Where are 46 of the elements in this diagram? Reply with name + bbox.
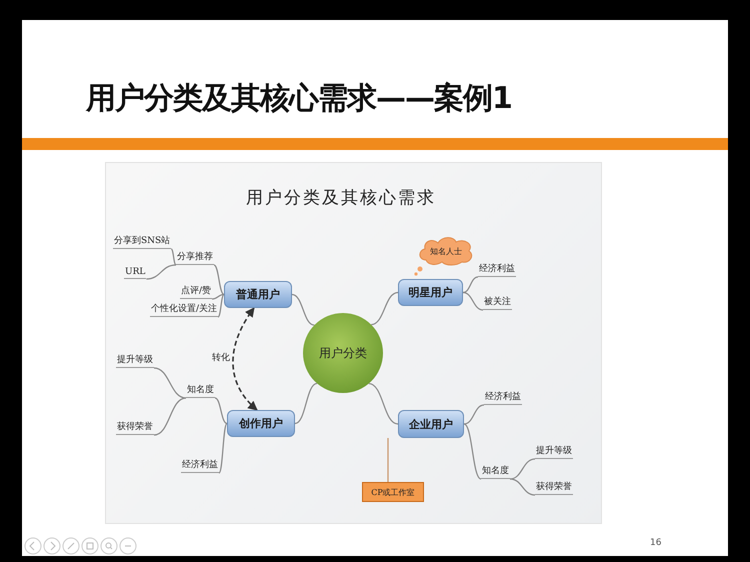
branch-line [368,382,398,425]
page-number: 16 [650,538,662,548]
branch-text: 知名度 [186,383,215,398]
branch-line [462,292,484,311]
branch-text: 个性化设置/关注 [150,302,218,317]
slide-title: 用户分类及其核心需求——案例1 [86,80,512,118]
branch-text: 获得荣誉 [116,420,154,435]
branch-line [214,264,224,296]
note-box: CP或工作室 [362,482,424,502]
branch-line [154,397,186,436]
branch-text: 经济利益 [181,458,219,473]
branch-text: 点评/赞 [180,284,212,299]
branch-text: 知名度 [481,464,510,479]
branch-line [214,397,228,424]
branch-line [462,276,478,294]
branch-text: 经济利益 [484,390,522,405]
branch-text: 提升等级 [535,444,573,459]
branch-line [510,458,536,480]
branch-line [371,292,398,326]
branch-line [154,367,186,399]
branch-line [294,382,318,424]
topic-box: 创作用户 [227,410,295,437]
thought-cloud: 知名人士 [418,236,474,266]
branch-line [510,478,536,496]
branch-line [464,404,484,425]
dashed-arrow [232,307,258,411]
branch-line [170,248,176,266]
topic-box: 企业用户 [398,410,464,438]
topic-box: 明星用户 [398,279,463,306]
branch-line [218,423,228,474]
branch-line [464,423,482,480]
edge-label: 转化 [212,352,230,364]
branch-text: URL [124,267,146,279]
branch-line [292,294,314,326]
branch-text: 获得荣誉 [535,480,573,495]
branch-line [387,438,389,482]
branch-text: 提升等级 [116,353,154,368]
branch-line [218,294,224,318]
branch-text: 分享到SNS站 [113,234,172,249]
branch-text: 分享推荐 [176,250,214,265]
branch-text: 被关注 [483,295,512,310]
branch-text: 经济利益 [478,262,516,277]
branch-line [146,264,176,280]
diagram-heading: 用户分类及其核心需求 [246,187,436,209]
branch-line [212,294,224,300]
topic-box: 普通用户 [224,281,292,308]
